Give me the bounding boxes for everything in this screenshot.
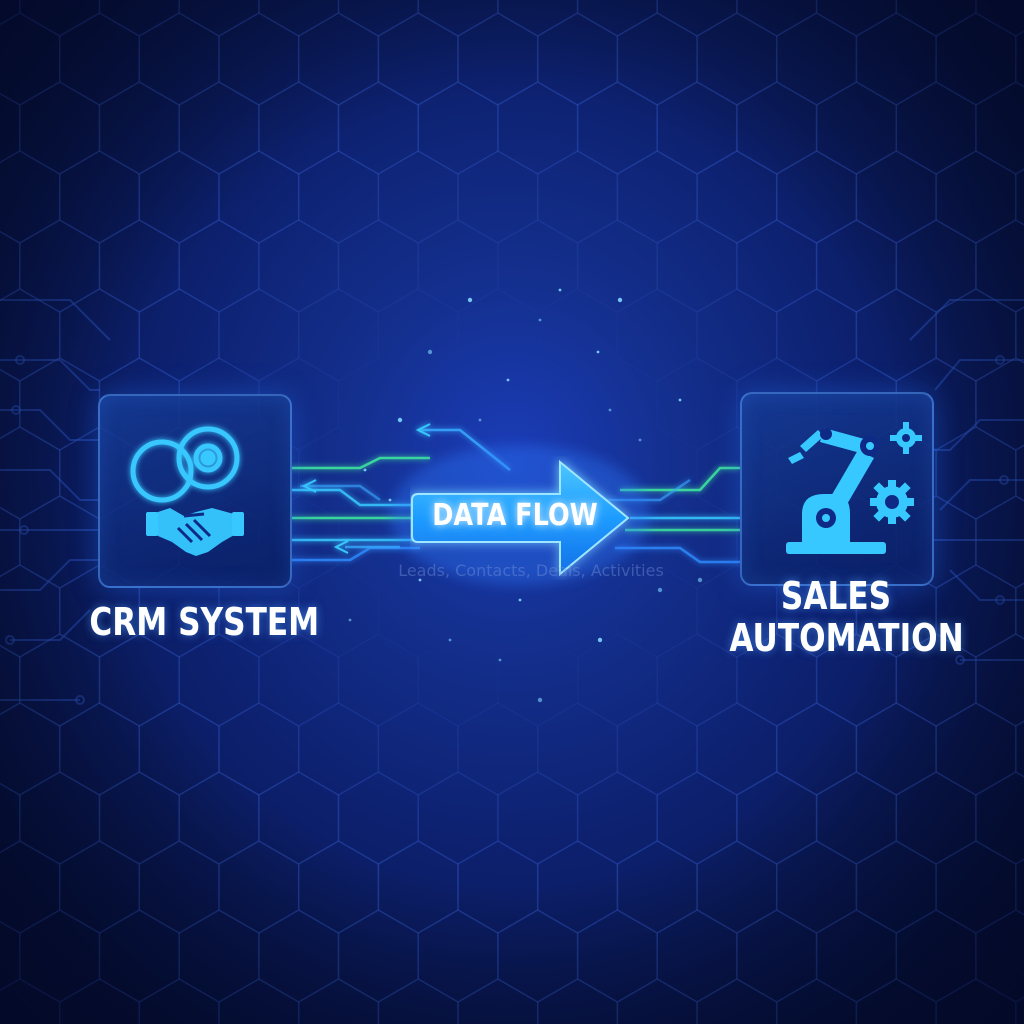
data-flow-arrow: DATA FLOW <box>410 456 636 580</box>
data-flow-sublabel: Leads, Contacts, Deals, Activities <box>398 561 664 580</box>
robot-arm-gear-icon <box>786 422 922 554</box>
crm-system-node <box>98 394 292 588</box>
sales-automation-node <box>740 392 934 586</box>
sales-automation-label-line1: SALES <box>780 574 892 618</box>
arrow-shape <box>411 459 630 577</box>
sales-automation-label-line2: AUTOMATION <box>729 616 964 660</box>
crm-handshake-icon <box>130 426 244 556</box>
data-flow-label: DATA FLOW <box>432 498 598 533</box>
crm-system-label: CRM SYSTEM <box>89 600 320 644</box>
